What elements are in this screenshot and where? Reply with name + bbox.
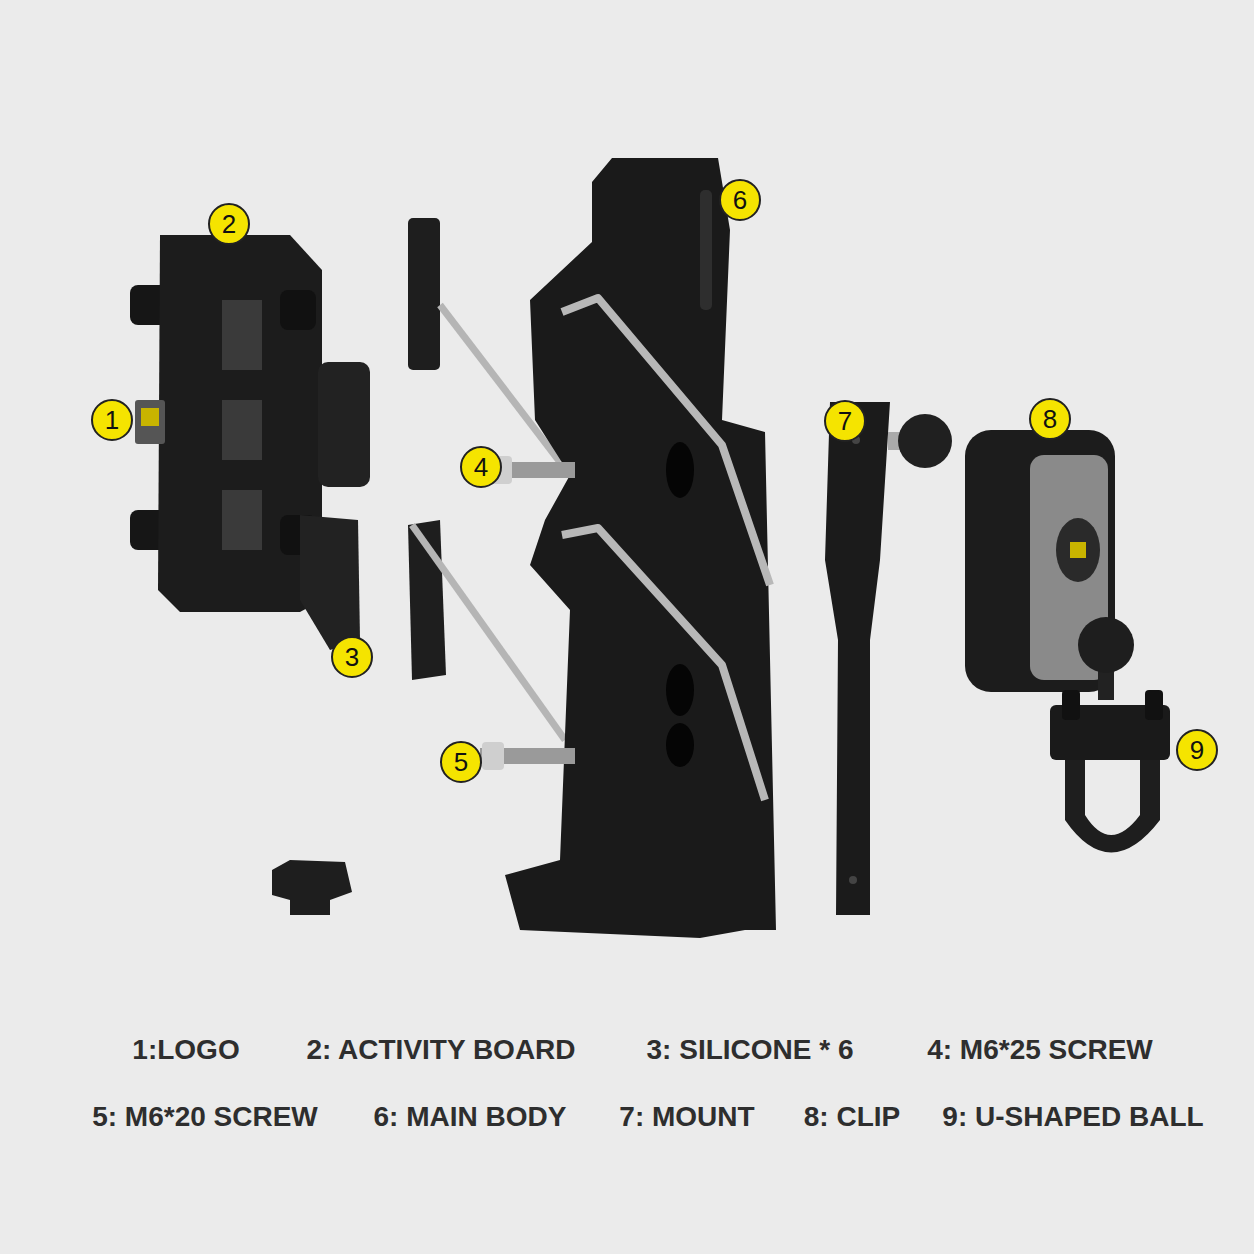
silicone-plug <box>272 860 352 915</box>
screw <box>480 456 575 770</box>
callout-number: 7 <box>838 408 852 434</box>
callout-circles <box>92 180 1217 782</box>
callout-number: 9 <box>1190 737 1204 763</box>
callout-number: 1 <box>105 407 119 433</box>
callout-number: 3 <box>345 644 359 670</box>
mount <box>825 402 952 915</box>
part-name: 9: U-SHAPED BALL <box>942 1103 1203 1131</box>
part-name: 4: M6*25 SCREW <box>927 1036 1153 1064</box>
callout-number: 4 <box>474 454 488 480</box>
u-shaped-ball <box>1050 617 1170 853</box>
part-name: 1:LOGO <box>132 1036 239 1064</box>
part-name: 6: MAIN BODY <box>374 1103 567 1131</box>
activity-board <box>130 235 370 650</box>
part-name: 3: SILICONE * 6 <box>647 1036 854 1064</box>
main-body <box>505 158 776 938</box>
callout-number: 5 <box>454 749 468 775</box>
part-name: 8: CLIP <box>804 1103 900 1131</box>
part-name: 2: ACTIVITY BOARD <box>306 1036 575 1064</box>
callout-number: 2 <box>222 211 236 237</box>
part-name: 5: M6*20 SCREW <box>92 1103 318 1131</box>
part-name: 7: MOUNT <box>619 1103 754 1131</box>
callout-number: 6 <box>733 187 747 213</box>
callout-number: 8 <box>1043 406 1057 432</box>
silicone-strip <box>408 218 440 370</box>
